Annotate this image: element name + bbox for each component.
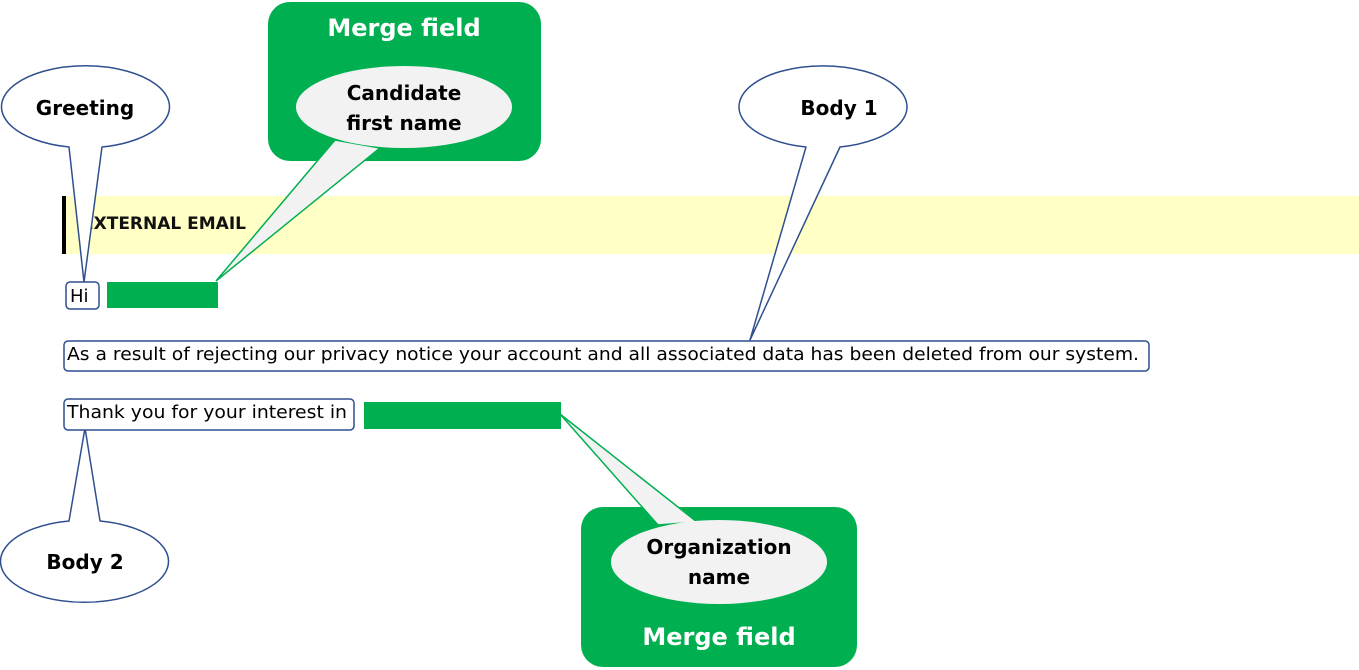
greeting-box bbox=[65, 281, 100, 310]
banner-label: EXTERNAL EMAIL bbox=[82, 214, 246, 234]
bubble-line-2: name bbox=[688, 565, 750, 589]
bubble-ellipse bbox=[611, 520, 827, 604]
organization-name-bubble: Organization name bbox=[559, 413, 827, 604]
body-1-callout: Body 1 bbox=[738, 65, 908, 341]
organization-name-placeholder bbox=[364, 402, 561, 429]
bubble-line-2: first name bbox=[346, 111, 461, 135]
greeting-callout: Greeting bbox=[0, 65, 171, 283]
banner-left-bar bbox=[62, 196, 66, 254]
candidate-first-name-placeholder bbox=[107, 282, 218, 308]
body-2-box bbox=[63, 398, 355, 431]
merge-field-title: Merge field bbox=[642, 623, 795, 651]
body-2-line: Thank you for your interest in bbox=[63, 398, 561, 431]
callout-label: Body 2 bbox=[46, 550, 123, 574]
body-1-text: As a result of rejecting our privacy not… bbox=[67, 344, 1139, 365]
bubble-line-1: Candidate bbox=[347, 81, 462, 105]
candidate-first-name-bubble: Candidate first name bbox=[215, 66, 512, 282]
bubble-ellipse bbox=[296, 66, 512, 148]
callout-shape bbox=[0, 65, 171, 283]
callout-shape bbox=[0, 427, 170, 604]
greeting-line: Hi bbox=[65, 281, 218, 310]
greeting-text: Hi bbox=[70, 286, 89, 307]
callout-label: Greeting bbox=[36, 96, 134, 120]
callout-label: Body 1 bbox=[800, 96, 877, 120]
body-2-text: Thank you for your interest in bbox=[66, 402, 347, 423]
body-1-line: As a result of rejecting our privacy not… bbox=[63, 340, 1150, 372]
body-2-callout: Body 2 bbox=[0, 427, 170, 604]
body-1-box bbox=[63, 340, 1150, 372]
callout-shape bbox=[738, 65, 908, 341]
merge-field-title: Merge field bbox=[327, 14, 480, 42]
bubble-line-1: Organization bbox=[646, 535, 791, 559]
